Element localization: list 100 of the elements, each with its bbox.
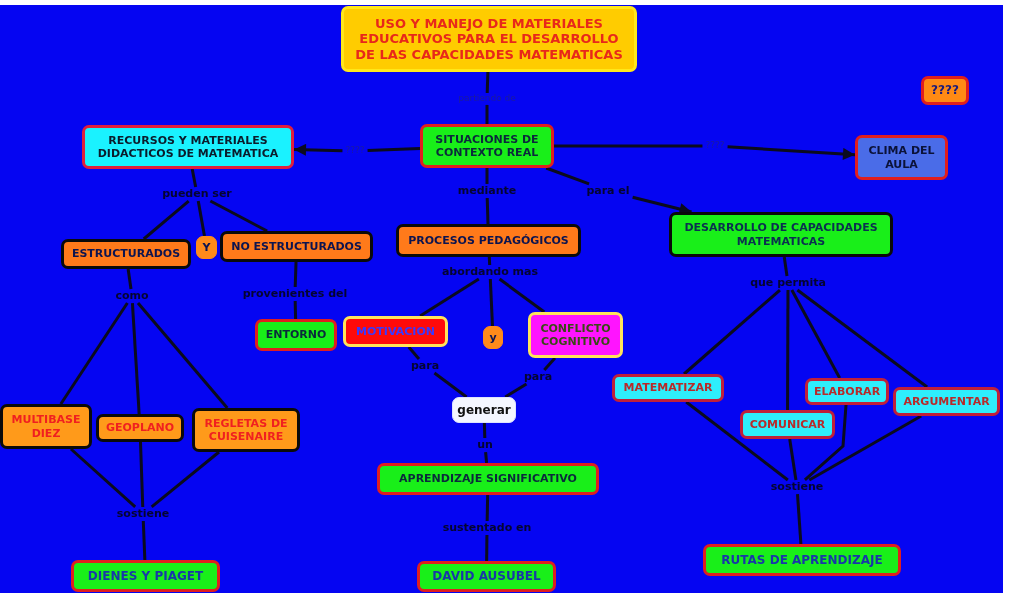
connector-line: [786, 290, 790, 410]
concept-box: [255, 319, 337, 351]
concept-text: ESTRUCTURADOS: [71, 247, 181, 261]
linking-phrase: ????: [342, 145, 368, 157]
connector-line: [126, 268, 133, 290]
connector-line: [685, 400, 789, 482]
concept-text: REGLETAS DE CUISENAIRE: [203, 416, 289, 444]
linking-phrase: mediante: [454, 183, 520, 199]
connector-line: [485, 104, 489, 124]
connector-line: [433, 371, 468, 399]
concept-box: [452, 397, 516, 423]
connector-line: [504, 382, 528, 399]
connector-line: [293, 301, 298, 320]
connector-line: [141, 521, 147, 561]
concept-text: RECURSOS Y MATERIALES DIDACTICOS DE MATEMATICA: [96, 133, 280, 161]
concept-box: [420, 124, 554, 168]
concept-box: [96, 414, 184, 442]
concept-text: SITUACIONES DE CONTEXTO REAL: [434, 132, 540, 160]
title-box: [341, 6, 637, 72]
connector-line: [150, 450, 220, 509]
concept-box: [805, 378, 889, 405]
concept-text: MULTIBASE DIEZ: [10, 413, 82, 440]
linking-phrase: pueden ser: [159, 186, 235, 202]
linking-phrase: sostiene: [113, 506, 173, 522]
concept-box: [220, 231, 373, 262]
connector-line: [803, 404, 848, 482]
concept-text: ELABORAR: [813, 384, 881, 399]
concept-text: ARGUMENTAR: [903, 394, 990, 409]
concept-text: NO ESTRUCTURADOS: [231, 239, 362, 254]
concept-text: COMUNICAR: [749, 417, 826, 432]
concept-text: DAVID AUSUBEL: [432, 569, 541, 584]
concept-box: [669, 212, 893, 257]
concept-text: Y: [202, 240, 211, 255]
connector-line: [485, 71, 490, 94]
linking-phrase: como: [112, 288, 152, 304]
connector-line: [788, 438, 798, 481]
concept-text: MATEMATIZAR: [623, 381, 713, 395]
connector-line: [209, 199, 268, 233]
concept-box: [893, 387, 1000, 416]
connector-line: [196, 200, 206, 237]
concept-box: [612, 374, 724, 402]
linking-phrase: que permita: [747, 275, 829, 291]
concept-box: [417, 561, 556, 592]
connector-line: [367, 147, 421, 152]
concept-text: APRENDIZAJE SIGNIFICATIVO: [399, 472, 577, 486]
connector-line: [485, 535, 489, 561]
concept-text: DESARROLLO DE CAPACIDADES MATEMATICAS: [683, 221, 879, 248]
concept-box: [740, 410, 835, 439]
concept-box: [396, 224, 581, 257]
concept-text: CLIMA DEL AULA: [867, 144, 936, 171]
concept-text: PROCESOS PEDAGÓGICOS: [408, 233, 569, 248]
linking-phrase: abordando mas: [438, 264, 542, 280]
concept-box: [377, 463, 599, 495]
arrow: [727, 145, 856, 160]
connector-line: [796, 493, 803, 545]
connector-line: [136, 302, 229, 409]
concept-text: ENTORNO: [265, 328, 327, 342]
connector-line: [484, 451, 489, 464]
concept-box: [82, 125, 294, 169]
linking-phrase: provenientes del: [239, 286, 351, 302]
connector-line: [554, 144, 703, 148]
concept-text: DIENES Y PIAGET: [87, 568, 204, 584]
connector-line: [142, 199, 190, 241]
connector-line: [69, 447, 137, 509]
concept-text: MOTIVACION: [356, 324, 435, 339]
title-text: USO Y MANEJO DE MATERIALES EDUCATIVOS PARA EL DESARROLLO DE LAS CAPACIDADES MATEMATICAS: [354, 15, 624, 63]
connector-line: [543, 357, 557, 371]
concept-box: [71, 560, 220, 592]
linking-phrase: sustentado en: [439, 520, 535, 536]
connector-line: [482, 422, 487, 438]
concept-box: [921, 76, 969, 105]
concept-box: [196, 236, 217, 259]
connector-line: [683, 288, 781, 376]
concept-text: CONFLICTO COGNITIVO: [539, 321, 612, 349]
concept-box: [61, 239, 191, 269]
connector-line: [808, 414, 922, 482]
linking-phrase: para: [520, 369, 556, 385]
connector-line: [796, 288, 928, 389]
concept-box: [343, 316, 448, 347]
linking-phrase: sostiene: [767, 479, 827, 495]
concept-box: [0, 404, 92, 449]
connector-line: [498, 277, 546, 314]
concept-text: ????: [931, 83, 959, 98]
connector-line: [139, 441, 145, 507]
connector-line: [130, 302, 141, 415]
concept-box: [703, 544, 901, 576]
connector-line: [419, 277, 480, 318]
connector-line: [190, 168, 198, 188]
connector-line: [485, 168, 489, 184]
arrow: [293, 143, 343, 156]
connector-line: [487, 256, 492, 265]
concept-box: [528, 312, 623, 358]
concept-text: y: [489, 330, 497, 345]
connector-line: [488, 278, 494, 327]
linking-phrase: partiendo de: [455, 93, 519, 105]
concept-box: [855, 135, 948, 180]
linking-phrase: ????: [702, 140, 728, 152]
connector-line: [407, 346, 421, 360]
connector-line: [293, 261, 298, 287]
concept-text: RUTAS DE APRENDIZAJE: [721, 552, 883, 568]
